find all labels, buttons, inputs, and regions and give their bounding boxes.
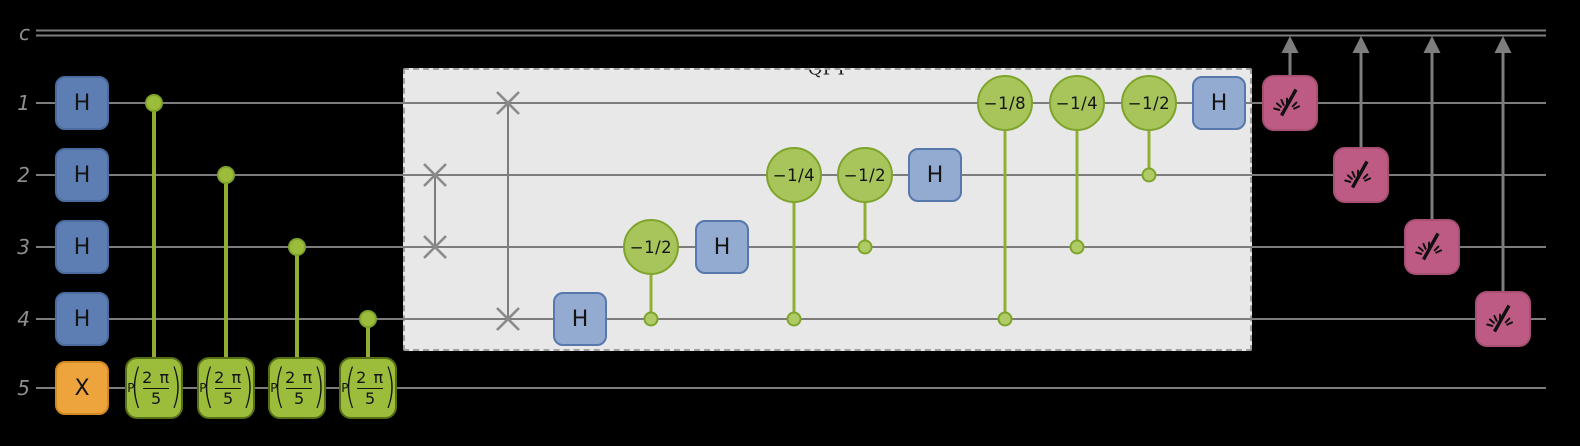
clbit-label: c bbox=[19, 21, 30, 45]
measure-arrow bbox=[1423, 36, 1441, 53]
control-dot bbox=[786, 311, 802, 327]
control-dot bbox=[643, 311, 659, 327]
control-dot bbox=[359, 310, 377, 328]
qubit-label: 1 bbox=[17, 91, 30, 115]
measure-gate bbox=[1404, 219, 1460, 275]
measure-arrow bbox=[1281, 36, 1299, 53]
swap-cross-icon bbox=[423, 235, 447, 259]
open-paren: ( bbox=[130, 360, 143, 415]
close-paren: ) bbox=[384, 360, 396, 415]
phase-gate-name: P bbox=[199, 381, 207, 395]
h-gate: H bbox=[908, 148, 962, 202]
control-dot bbox=[217, 166, 235, 184]
swap-cross-icon bbox=[496, 307, 520, 331]
fraction-numerator: 2 π bbox=[356, 367, 385, 387]
phase-label: −1/2 bbox=[629, 237, 673, 257]
phase-gate-name: P bbox=[341, 381, 349, 395]
phase-gate-circle: −1/2 bbox=[837, 147, 893, 203]
phase-label: −1/4 bbox=[772, 165, 816, 185]
fraction-denominator: 5 bbox=[286, 387, 313, 407]
phase-label: −1/8 bbox=[983, 93, 1027, 113]
control-dot bbox=[997, 311, 1013, 327]
measure-gate bbox=[1475, 291, 1531, 347]
qubit-label: 3 bbox=[17, 235, 30, 259]
control-dot bbox=[1069, 239, 1085, 255]
gate-label: X bbox=[74, 375, 90, 401]
measure-gate bbox=[1262, 75, 1318, 131]
phase-gate-name: P bbox=[270, 381, 278, 395]
fraction-denominator: 5 bbox=[215, 387, 242, 407]
phase-gate-circle: −1/2 bbox=[623, 219, 679, 275]
swap-cross-icon bbox=[423, 163, 447, 187]
meter-icon bbox=[1344, 160, 1372, 189]
fraction-numerator: 2 π bbox=[142, 367, 171, 387]
gate-label: H bbox=[73, 90, 91, 116]
phase-gate-circle: −1/4 bbox=[766, 147, 822, 203]
close-paren: ) bbox=[242, 360, 254, 415]
measure-arrow bbox=[1494, 36, 1512, 53]
fraction-numerator: 2 π bbox=[285, 367, 314, 387]
phase-gate-circle: −1/2 bbox=[1121, 75, 1177, 131]
h-gate: H bbox=[1192, 76, 1246, 130]
open-paren: ( bbox=[202, 360, 215, 415]
phase-label: −1/2 bbox=[843, 165, 887, 185]
h-gate: H bbox=[553, 292, 607, 346]
close-paren: ) bbox=[170, 360, 182, 415]
fraction-numerator: 2 π bbox=[214, 367, 243, 387]
qubit-label: 2 bbox=[17, 163, 30, 187]
meter-icon bbox=[1486, 304, 1514, 333]
gate-label: H bbox=[73, 306, 91, 332]
phase-gate-name: P bbox=[127, 381, 135, 395]
gate-label: H bbox=[73, 234, 91, 260]
measure-arrow bbox=[1352, 36, 1370, 53]
qft-label: QFT bbox=[807, 68, 848, 80]
swap-cross-icon bbox=[496, 91, 520, 115]
h-gate: H bbox=[55, 292, 109, 346]
x-gate: X bbox=[55, 361, 109, 415]
control-dot bbox=[288, 238, 306, 256]
fraction-denominator: 5 bbox=[357, 387, 384, 407]
gate-label: H bbox=[1210, 90, 1228, 116]
open-paren: ( bbox=[344, 360, 357, 415]
qft-box: QFT bbox=[403, 68, 1252, 351]
fraction-denominator: 5 bbox=[143, 387, 170, 407]
phase-gate-circle: −1/8 bbox=[977, 75, 1033, 131]
qubit-label: 4 bbox=[17, 307, 30, 331]
h-gate: H bbox=[695, 220, 749, 274]
gate-label: H bbox=[571, 306, 589, 332]
meter-icon bbox=[1273, 88, 1301, 117]
gate-label: H bbox=[73, 162, 91, 188]
qubit-label: 5 bbox=[17, 376, 30, 400]
gate-label: H bbox=[713, 234, 731, 260]
phase-gate-circle: −1/4 bbox=[1049, 75, 1105, 131]
phase-label: −1/2 bbox=[1127, 93, 1171, 113]
h-gate: H bbox=[55, 148, 109, 202]
gate-label: H bbox=[926, 162, 944, 188]
meter-icon bbox=[1415, 232, 1443, 261]
control-dot bbox=[145, 94, 163, 112]
h-gate: H bbox=[55, 220, 109, 274]
close-paren: ) bbox=[313, 360, 325, 415]
control-dot bbox=[1141, 167, 1157, 183]
h-gate: H bbox=[55, 76, 109, 130]
measure-gate bbox=[1333, 147, 1389, 203]
phase-label: −1/4 bbox=[1055, 93, 1099, 113]
open-paren: ( bbox=[273, 360, 286, 415]
control-dot bbox=[857, 239, 873, 255]
